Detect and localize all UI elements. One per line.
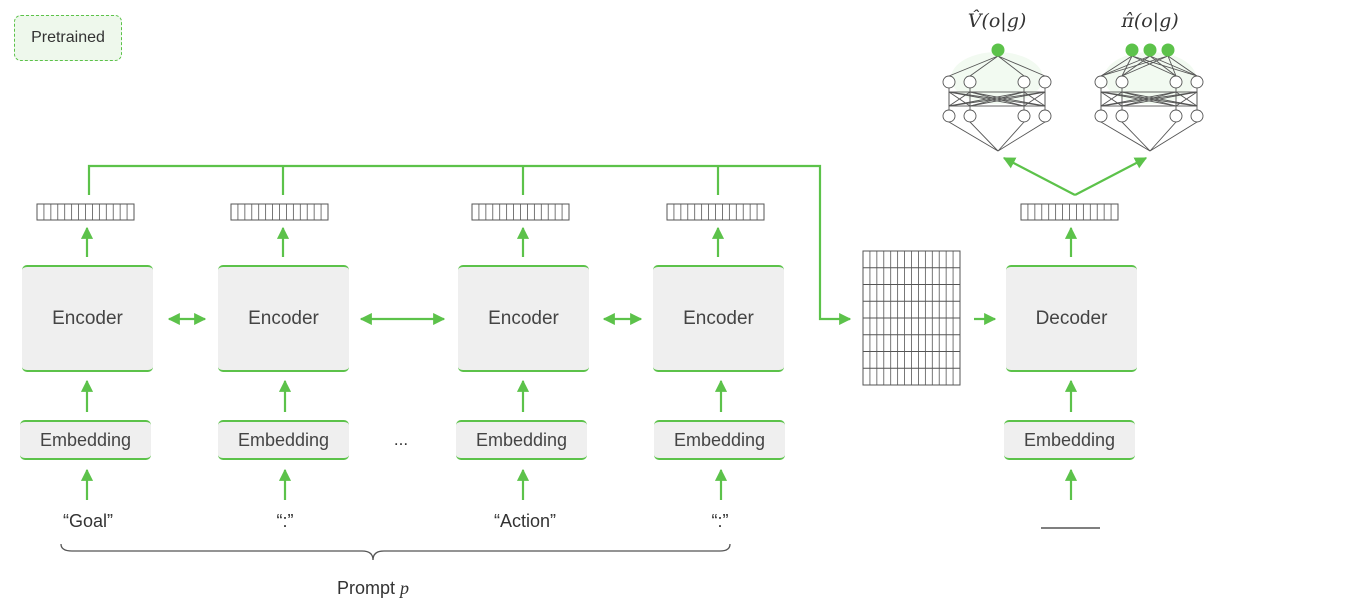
decoder-box: Decoder: [1006, 265, 1137, 372]
encoder-box-4: Encoder: [653, 265, 784, 372]
prompt-variable: p: [400, 578, 410, 598]
value-head-label: V̂(o|g): [967, 10, 1027, 32]
ellipsis: ...: [393, 430, 409, 449]
token-action: “Action”: [493, 511, 556, 531]
policy-head-arrow: [1074, 157, 1148, 196]
policy-head-network: [1094, 43, 1204, 152]
token-colon-1: “:”: [276, 511, 294, 531]
encoder-collector-bus: [87, 164, 852, 326]
prompt-label: Prompt p: [300, 578, 446, 599]
encoder-box-3: Encoder: [458, 265, 589, 372]
encoder-label: Encoder: [683, 307, 754, 329]
pretrained-legend: Pretrained: [14, 15, 122, 61]
token-goal: “Goal”: [62, 511, 113, 531]
embedding-box-3: Embedding: [456, 420, 587, 460]
decoder-output-vector: [1020, 203, 1119, 221]
encoder-label: Encoder: [248, 307, 319, 329]
embedding-label: Embedding: [237, 429, 330, 450]
embedding-box-1: Embedding: [20, 420, 151, 460]
embedding-box-5: Embedding: [1004, 420, 1135, 460]
decoder-label: Decoder: [1035, 307, 1108, 329]
policy-head-label: π̂(o|g): [1121, 10, 1179, 32]
embedding-label: Embedding: [673, 429, 766, 450]
encoder-output-vector-2: [230, 203, 329, 221]
value-head-arrow: [1002, 157, 1076, 196]
prompt-brace: [60, 543, 731, 561]
encoder-output-vector-4: [666, 203, 765, 221]
encoded-prompt-matrix: [862, 250, 961, 386]
embedding-box-2: Embedding: [218, 420, 349, 460]
pretrained-legend-label: Pretrained: [31, 29, 105, 46]
encoder-box-2: Encoder: [218, 265, 349, 372]
encoder-box-1: Encoder: [22, 265, 153, 372]
encoder-output-vector-3: [471, 203, 570, 221]
encoder-label: Encoder: [52, 307, 123, 329]
prompt-text: Prompt: [336, 578, 395, 598]
embedding-label: Embedding: [39, 429, 132, 450]
embedding-box-4: Embedding: [654, 420, 785, 460]
embedding-label: Embedding: [1023, 429, 1116, 450]
token-colon-2: “:”: [711, 511, 729, 531]
embedding-label: Embedding: [475, 429, 568, 450]
encoder-output-vector-1: [36, 203, 135, 221]
encoder-label: Encoder: [488, 307, 559, 329]
value-head-network: [942, 43, 1052, 152]
